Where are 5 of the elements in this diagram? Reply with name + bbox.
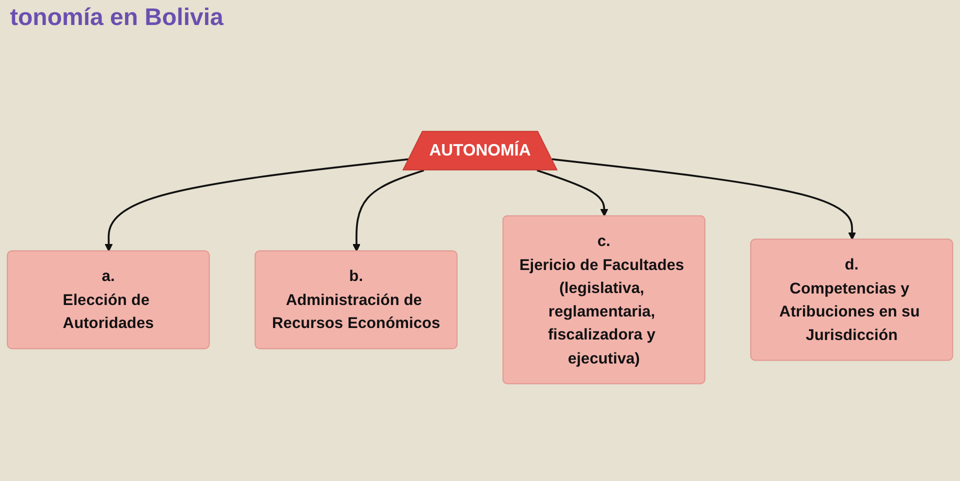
arrow [352, 170, 424, 252]
arrow [552, 158, 856, 240]
arrow [536, 170, 608, 218]
arrow [104, 158, 410, 252]
title: tonomía en Bolivia [10, 4, 224, 32]
